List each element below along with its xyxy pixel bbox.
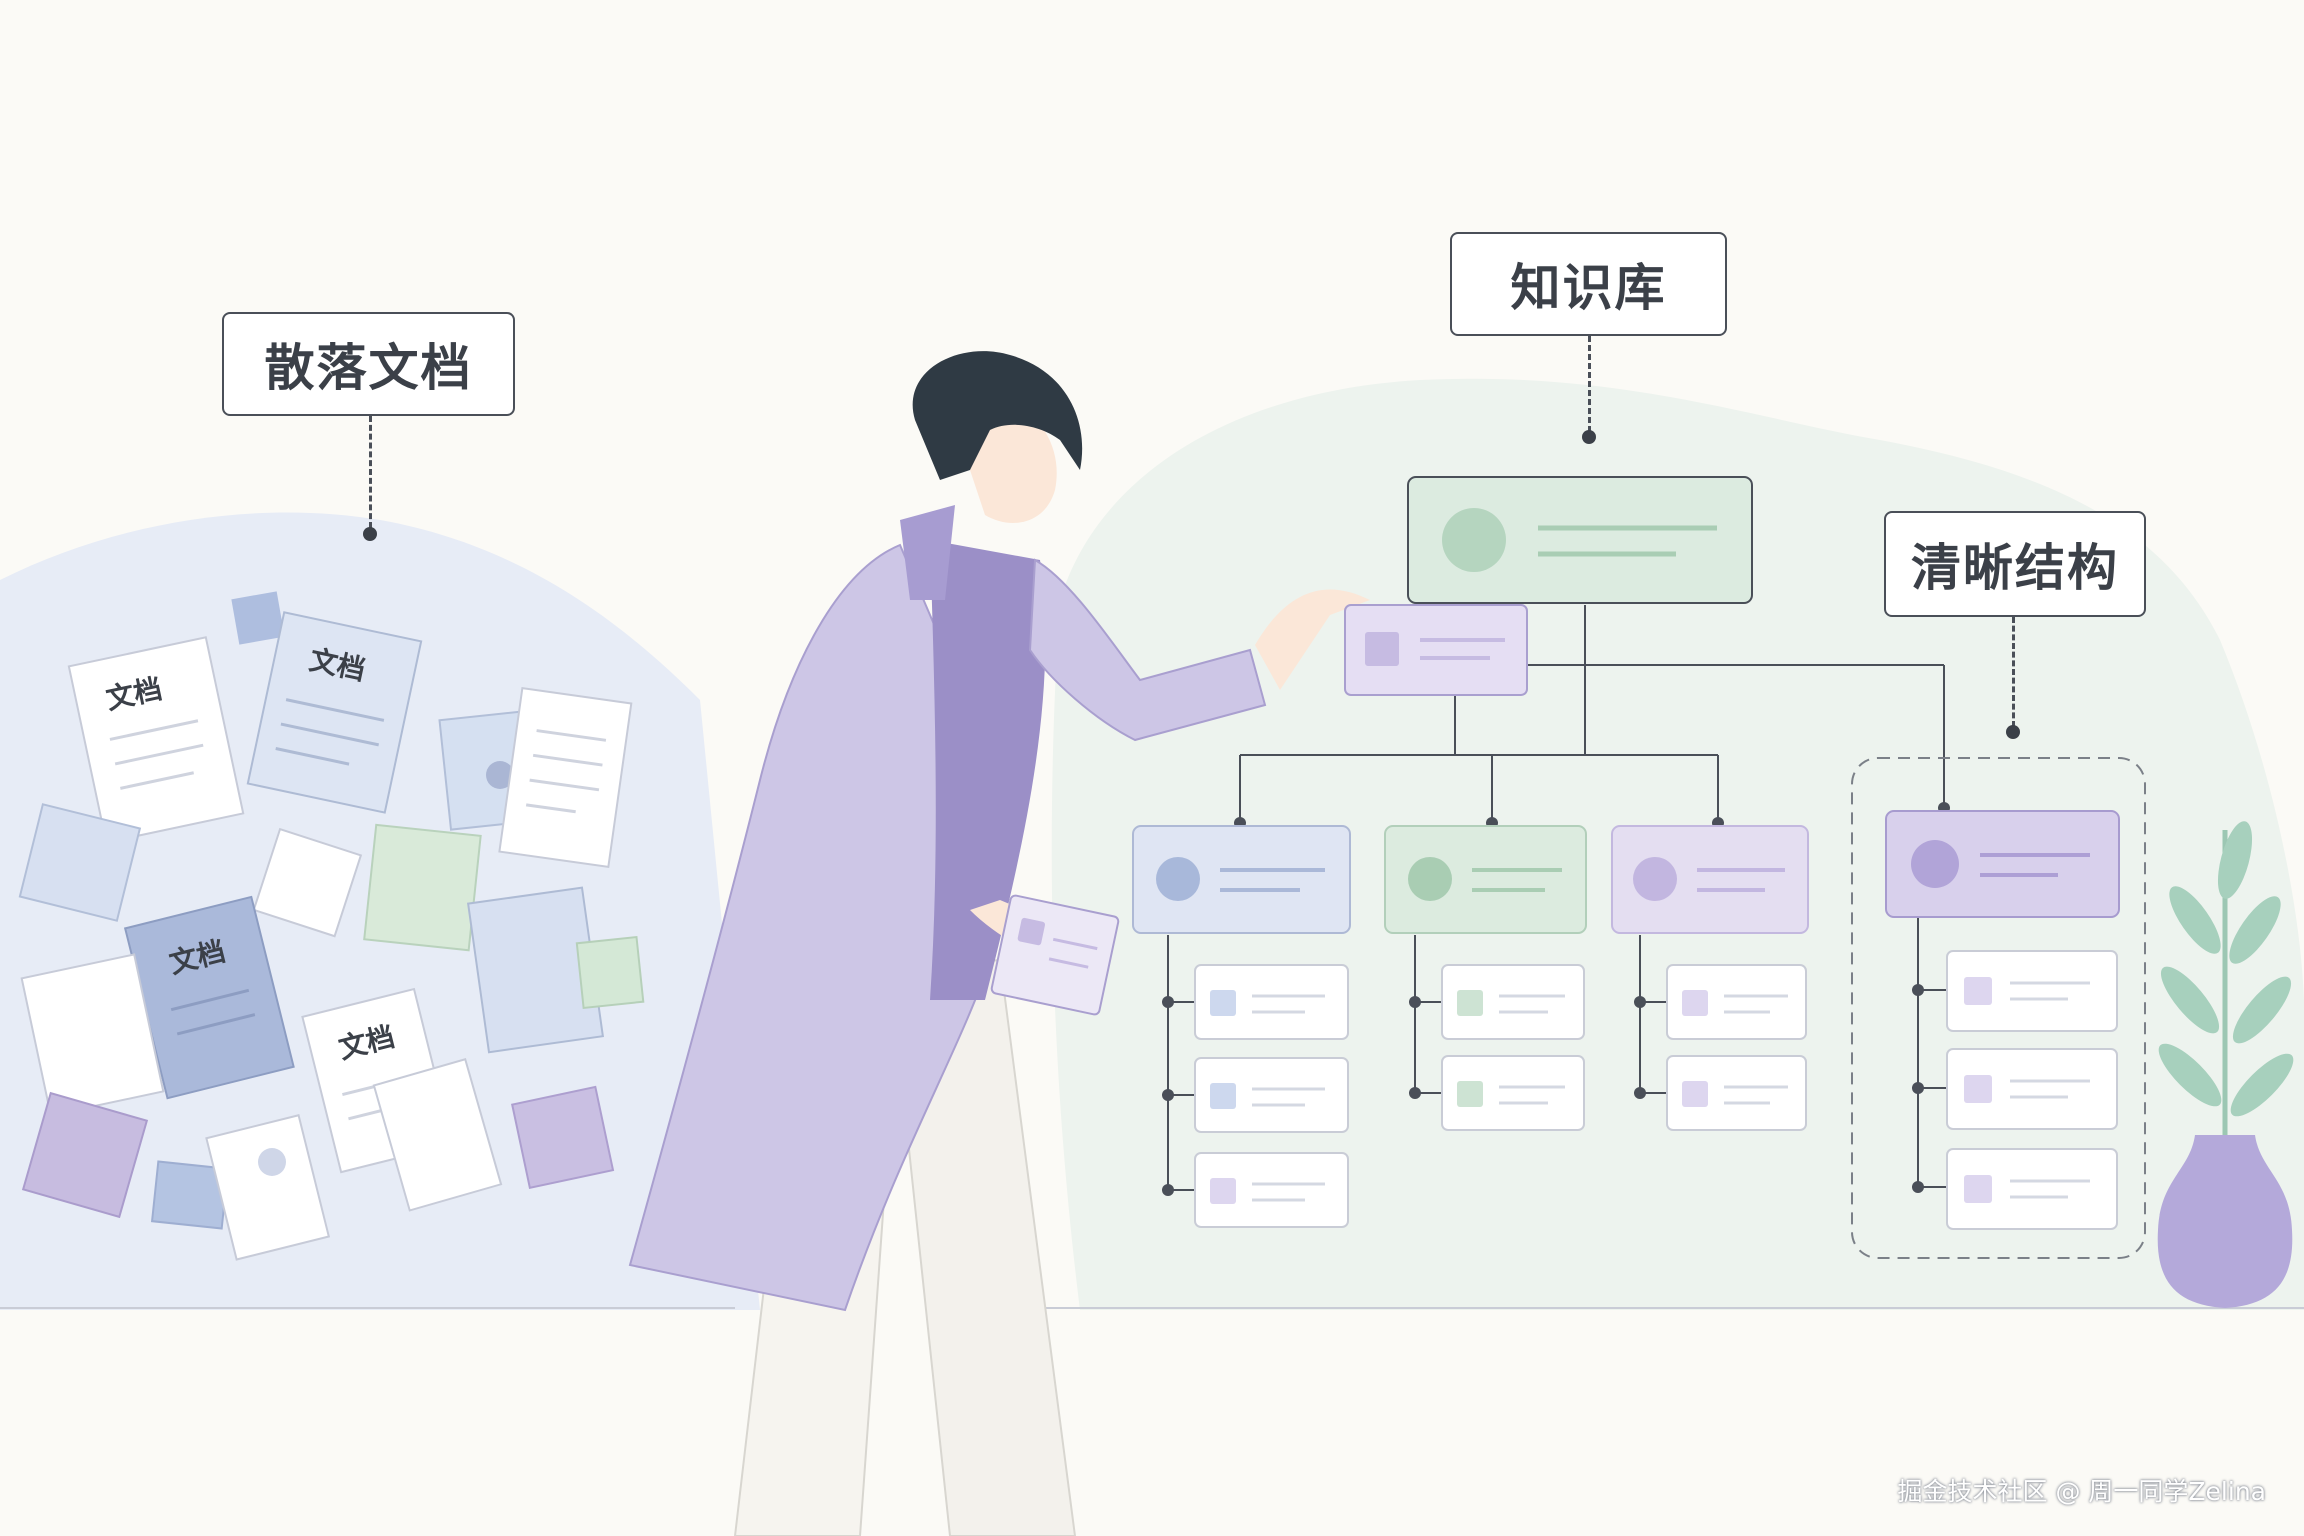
doc-card bbox=[363, 823, 482, 952]
held-card-bottom bbox=[990, 894, 1120, 1016]
tree-leaf-nodes bbox=[1194, 950, 2118, 1230]
doc-sticky bbox=[575, 935, 645, 1010]
doc-page bbox=[498, 687, 633, 869]
knowledge-base-leader-dot bbox=[1582, 430, 1596, 444]
person-hand-raised bbox=[1255, 589, 1370, 690]
scattered-docs-leader-dot bbox=[363, 527, 377, 541]
tree-connectors bbox=[1167, 605, 1947, 1191]
clear-structure-label: 清晰结构 bbox=[1884, 511, 2146, 617]
doc-sticky bbox=[21, 1091, 149, 1219]
plant-illustration bbox=[2157, 821, 2294, 1308]
tree-node-green bbox=[1384, 825, 1587, 934]
plant-vase bbox=[2157, 1135, 2293, 1308]
clear-structure-leader-dot bbox=[2006, 725, 2020, 739]
knowledge-base-leader bbox=[1588, 336, 1591, 432]
doc-page: 文档 bbox=[246, 611, 423, 814]
tree-junction-dots bbox=[1162, 802, 1950, 1196]
person-coat bbox=[628, 543, 992, 1312]
person-illustration bbox=[628, 351, 1370, 1536]
tree-root-node bbox=[1407, 476, 1753, 604]
doc-sticky bbox=[510, 1085, 615, 1189]
doc-sticky bbox=[231, 591, 285, 645]
scattered-docs-pile: 文档 文档 文档 bbox=[18, 591, 645, 1261]
scattered-docs-label: 散落文档 bbox=[222, 312, 515, 416]
doc-card-dot bbox=[486, 761, 514, 789]
scattered-docs-leader bbox=[369, 416, 372, 528]
held-card-top bbox=[1344, 604, 1528, 696]
clear-structure-leader bbox=[2012, 617, 2015, 727]
tree-node-purple bbox=[1611, 825, 1809, 934]
doc-card bbox=[18, 803, 142, 922]
doc-card bbox=[205, 1114, 331, 1261]
doc-card bbox=[20, 953, 165, 1117]
tree-node-purple-highlighted bbox=[1885, 810, 2120, 918]
doc-page: 文档 bbox=[67, 636, 245, 844]
tree-node-blue bbox=[1132, 825, 1351, 934]
doc-card bbox=[252, 827, 363, 938]
doc-card-dot bbox=[258, 1148, 286, 1176]
doc-card bbox=[372, 1058, 503, 1212]
person-hair bbox=[912, 351, 1083, 480]
structure-highlight-frame bbox=[1851, 757, 2146, 1259]
knowledge-base-label: 知识库 bbox=[1450, 232, 1727, 336]
watermark: 掘金技术社区 @ 周一同学Zelina bbox=[1897, 1477, 2266, 1506]
